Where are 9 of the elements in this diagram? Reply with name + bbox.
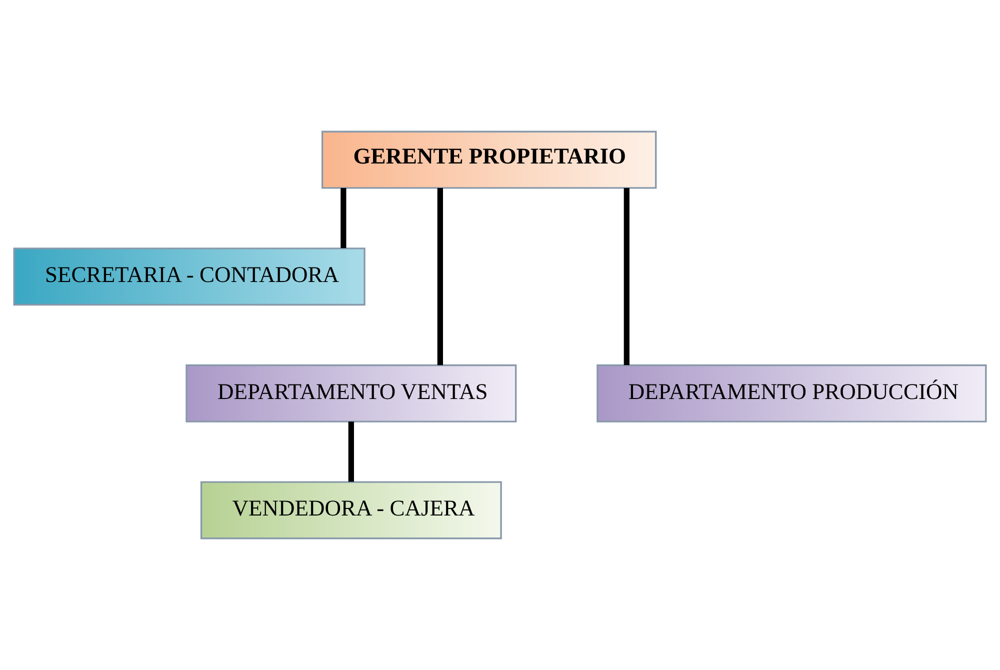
connector — [437, 188, 443, 366]
connector — [348, 422, 354, 482]
connector — [340, 188, 346, 248]
node-box: SECRETARIA - CONTADORA — [13, 248, 366, 306]
connector — [624, 188, 630, 366]
node-box: DEPARTAMENTO VENTAS — [186, 364, 517, 422]
node-box: GERENTE PROPIETARIO — [321, 130, 657, 189]
node-box: VENDEDORA - CAJERA — [200, 481, 502, 540]
node-box: DEPARTAMENTO PRODUCCIÓN — [596, 364, 987, 422]
